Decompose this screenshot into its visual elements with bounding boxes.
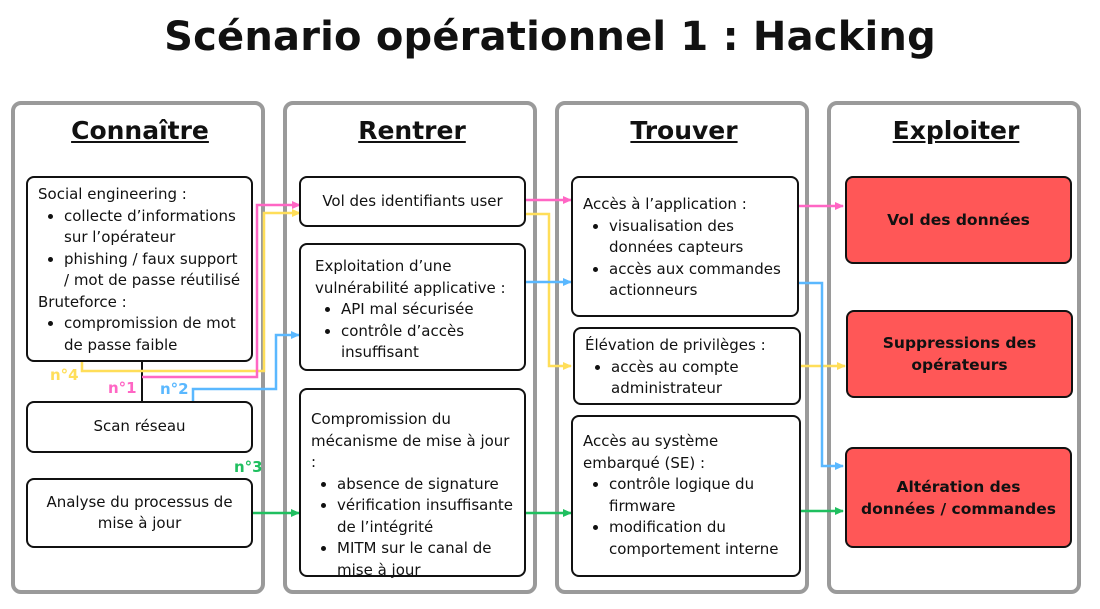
path-label-n3: n°3	[234, 458, 263, 476]
suppression-operateurs-box: Suppressions des opérateurs	[846, 310, 1073, 398]
suppression-operateurs-label: Suppressions des opérateurs	[882, 334, 1037, 374]
vol-donnees-box: Vol des données	[845, 176, 1072, 264]
acces-application-list: visualisation des données capteurs accès…	[583, 216, 787, 302]
list-item: accès aux commandes actionneurs	[609, 259, 787, 302]
alteration-donnees-label: Altération des données / commandes	[861, 477, 1056, 518]
path-label-n1: n°1	[108, 379, 137, 397]
scan-reseau-label: Scan réseau	[93, 417, 186, 436]
vol-identifiants-box: Vol des identifiants user	[299, 176, 526, 227]
compromission-maj-box: Compromission du mécanisme de mise à jou…	[299, 388, 526, 579]
column-heading-trouver: Trouver	[630, 116, 738, 145]
list-item: API mal sécurisée	[341, 299, 514, 321]
column-heading-exploiter: Exploiter	[892, 116, 1020, 145]
path-label-n4: n°4	[50, 366, 79, 384]
list-item: contrôle logique du firmware	[609, 474, 789, 517]
list-item: absence de signature	[337, 474, 514, 496]
list-item: MITM sur le canal de mise à jour	[337, 538, 514, 581]
exploitation-list: API mal sécurisée contrôle d’accès insuf…	[315, 299, 514, 364]
list-item: visualisation des données capteurs	[609, 216, 787, 259]
acces-se-list: contrôle logique du firmware modificatio…	[583, 474, 789, 560]
compromission-list: absence de signature vérification insuff…	[311, 474, 514, 582]
bruteforce-heading: Bruteforce :	[38, 292, 127, 311]
column-heading-rentrer: Rentrer	[358, 116, 466, 145]
alteration-donnees-box: Altération des données / commandes	[845, 447, 1072, 548]
list-item: modification du comportement interne	[609, 517, 789, 560]
list-item: phishing / faux support / mot de passe r…	[64, 249, 241, 292]
list-item: vérification insuffisante de l’intégrité	[337, 495, 514, 538]
acces-se-heading: Accès au système embarqué (SE) :	[583, 432, 719, 472]
list-item: collecte d’informations sur l’opérateur	[64, 206, 241, 249]
compromission-heading: Compromission du mécanisme de mise à jou…	[311, 410, 510, 471]
analyse-processus-label: Analyse du processus de mise à jour	[46, 492, 233, 533]
vol-donnees-label: Vol des données	[887, 211, 1030, 229]
vol-identifiants-label: Vol des identifiants user	[322, 191, 503, 210]
elevation-list: accès au compte administrateur	[585, 357, 789, 400]
list-item: accès au compte administrateur	[611, 357, 789, 400]
acces-application-heading: Accès à l’application :	[583, 195, 747, 213]
elevation-heading: Élévation de privilèges :	[585, 336, 766, 354]
exploitation-vulnerabilite-box: Exploitation d’une vulnérabilité applica…	[299, 243, 526, 371]
analyse-processus-box: Analyse du processus de mise à jour	[26, 478, 253, 548]
list-item: compromission de mot de passe faible	[64, 313, 241, 356]
list-item: contrôle d’accès insuffisant	[341, 321, 514, 364]
social-engineering-list: collecte d’informations sur l’opérateur …	[38, 206, 241, 292]
social-engineering-box: Social engineering : collecte d’informat…	[26, 176, 253, 362]
acces-systeme-embarque-box: Accès au système embarqué (SE) : contrôl…	[571, 415, 801, 577]
acces-application-box: Accès à l’application : visualisation de…	[571, 176, 799, 317]
column-heading-connaitre: Connaître	[71, 116, 209, 145]
scan-reseau-box: Scan réseau	[26, 401, 253, 453]
bruteforce-list: compromission de mot de passe faible	[38, 313, 241, 356]
path-label-n2: n°2	[160, 380, 189, 398]
page-title: Scénario opérationnel 1 : Hacking	[164, 14, 936, 60]
social-engineering-heading: Social engineering :	[38, 185, 187, 203]
elevation-privileges-box: Élévation de privilèges : accès au compt…	[573, 327, 801, 405]
exploitation-heading: Exploitation d’une vulnérabilité applica…	[315, 257, 506, 297]
